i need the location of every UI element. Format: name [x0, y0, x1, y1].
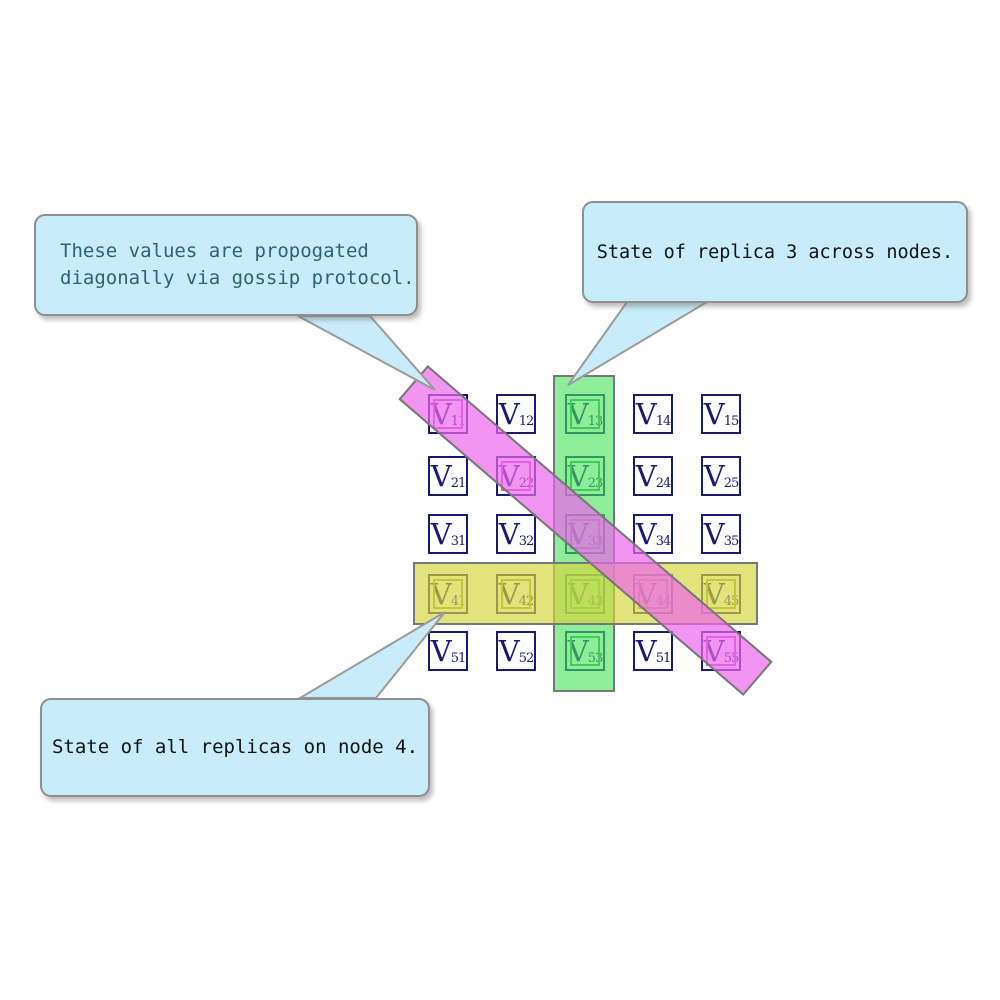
- cell-subscript: 12: [518, 413, 535, 429]
- callout-tail-replica3: [567, 301, 711, 386]
- cell-subscript: 32: [518, 533, 535, 549]
- cell-subscript: 31: [450, 533, 467, 549]
- cell-letter: V: [498, 516, 520, 551]
- cell-letter: V: [635, 633, 657, 668]
- cell-subscript: 15: [723, 413, 740, 429]
- cell-letter: V: [430, 516, 452, 551]
- cell-letter: V: [635, 396, 657, 431]
- cell-letter: V: [635, 458, 657, 493]
- cell-letter: V: [703, 516, 725, 551]
- callout-gossip-line-2: diagonally via gossip protocol.: [60, 267, 415, 289]
- cell-subscript: 51: [450, 650, 467, 666]
- cell-subscript: 25: [723, 475, 740, 491]
- cell-letter: V: [703, 458, 725, 493]
- cell-letter: V: [703, 396, 725, 431]
- callout-node4-line: State of all replicas on node 4.: [51, 736, 419, 758]
- callout-replica3-column: State of replica 3 across nodes.: [582, 201, 968, 303]
- cell-letter: V: [430, 458, 452, 493]
- callout-node4-row: State of all replicas on node 4.: [40, 698, 430, 797]
- cell-letter: V: [635, 516, 657, 551]
- cell-subscript: 24: [655, 475, 672, 491]
- cell-subscript: 14: [655, 413, 672, 429]
- cell-subscript: 52: [518, 650, 535, 666]
- cell-subscript: 21: [450, 475, 467, 491]
- cell-subscript: 51: [655, 650, 672, 666]
- cell-letter: V: [498, 396, 520, 431]
- callout-gossip-line-1: These values are propogated: [60, 240, 369, 262]
- cell-subscript: 35: [723, 533, 740, 549]
- cell-letter: V: [430, 633, 452, 668]
- callout-gossip-diagonal: These values are propogated diagonally v…: [34, 214, 418, 316]
- cell-letter: V: [498, 633, 520, 668]
- callout-replica3-line: State of replica 3 across nodes.: [596, 241, 954, 263]
- cell-subscript: 34: [655, 533, 672, 549]
